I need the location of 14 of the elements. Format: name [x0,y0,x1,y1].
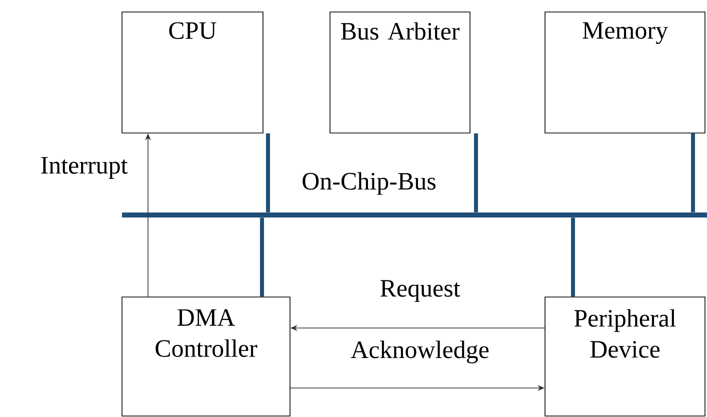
block-box: Memory [544,12,706,134]
bus-connector [691,133,695,212]
edge-label: Request [380,280,460,302]
node-label: On-Chip-Bus [302,172,436,195]
bus-connector [474,133,478,212]
edge-label: Interrupt [41,157,128,179]
block-box: Peripheral Device [544,296,706,416]
bus-connector [266,133,270,212]
block-box: Bus Arbiter [330,12,470,134]
block-box: CPU [122,12,264,134]
bus-connector [260,218,264,297]
bus-connector [571,218,575,297]
block-box: DMA Controller [122,296,290,416]
edge-label: Acknowledge [350,340,489,364]
